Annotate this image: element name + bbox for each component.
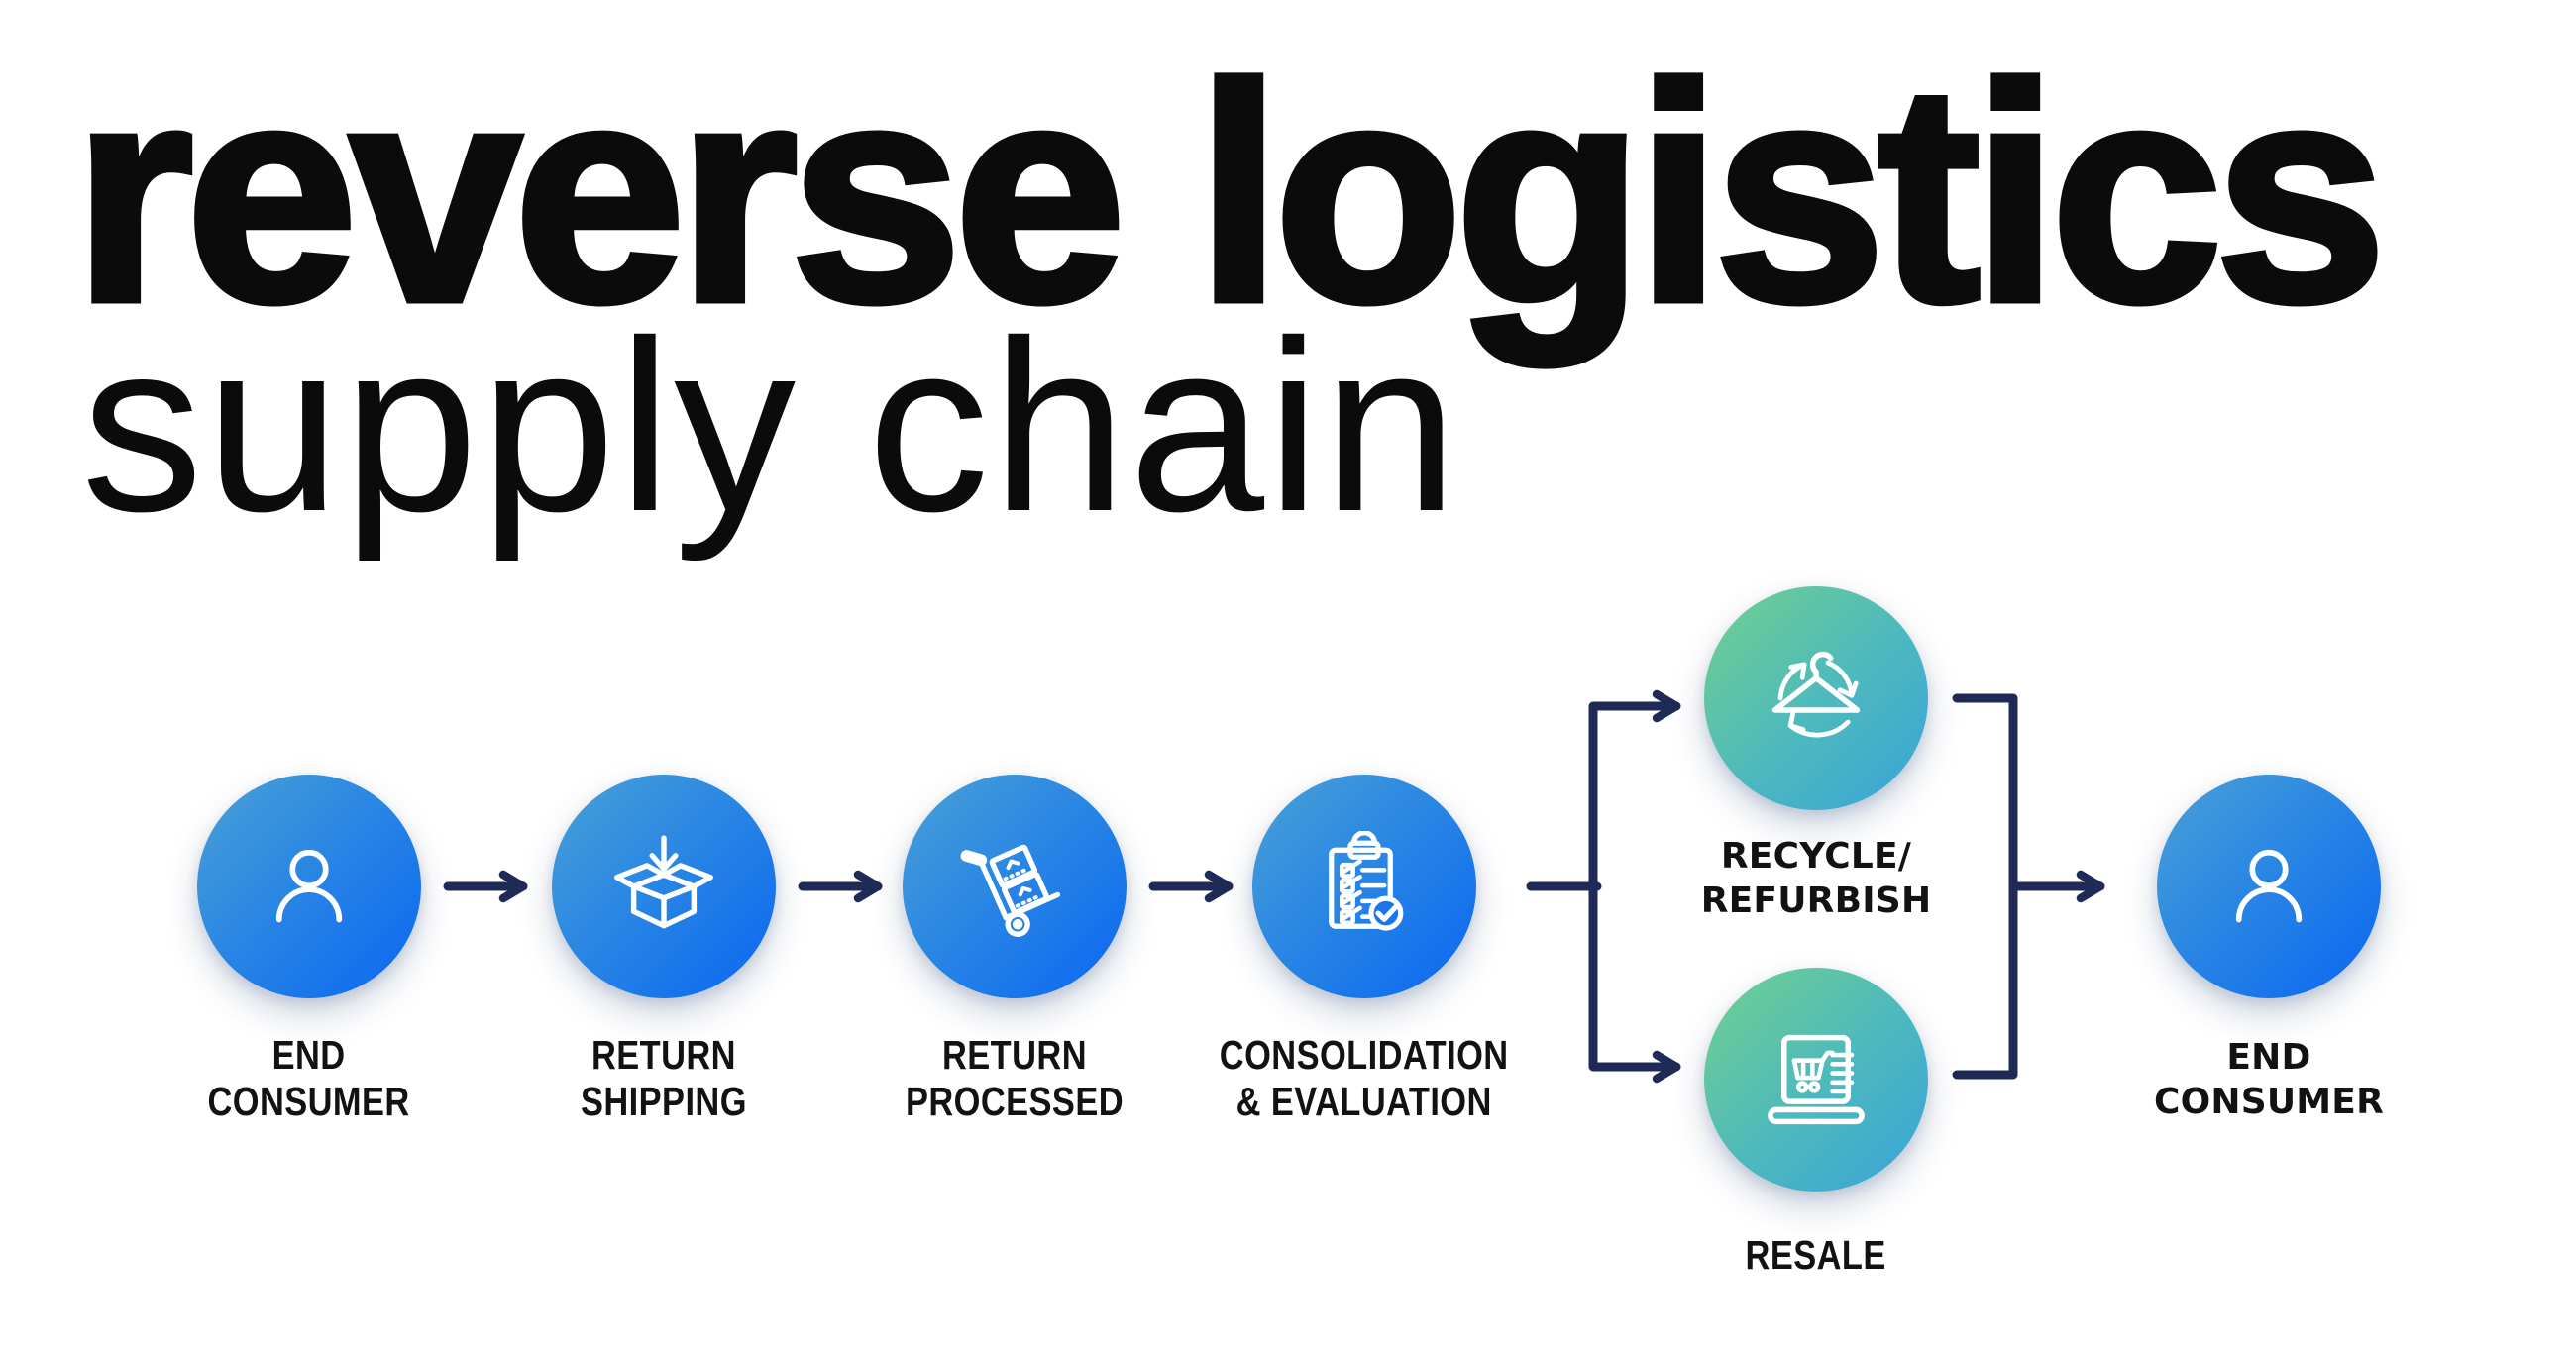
node-return-shipping <box>552 775 776 998</box>
person-icon <box>275 849 343 923</box>
person-icon <box>2235 849 2303 923</box>
clipboard-checklist-icon <box>1329 831 1404 931</box>
node-resale <box>1704 968 1928 1192</box>
laptop-cart-icon <box>1768 1034 1865 1125</box>
node-end-consumer-end <box>2157 775 2381 998</box>
page-title: reverse logistics <box>70 22 2391 366</box>
node-return-processed <box>903 775 1127 998</box>
node-recycle-refurbish <box>1704 586 1928 810</box>
arrow-split-to-recycle <box>1588 689 1681 891</box>
arrow-split-to-resale <box>1588 881 1681 1084</box>
hand-truck-icon <box>960 844 1061 937</box>
label-consolidation-evaluation: CONSOLIDATION& EVALUATION <box>1220 1032 1509 1124</box>
node-consolidation-evaluation <box>1252 775 1476 998</box>
node-end-consumer-start <box>197 775 421 998</box>
label-resale: RESALE <box>1745 1232 1887 1278</box>
label-recycle-refurbish: RECYCLE/REFURBISH <box>1700 836 1932 921</box>
hanger-recycle-icon <box>1771 651 1861 738</box>
box-receive-icon <box>614 835 713 929</box>
page-subtitle: supply chain <box>81 290 1460 563</box>
